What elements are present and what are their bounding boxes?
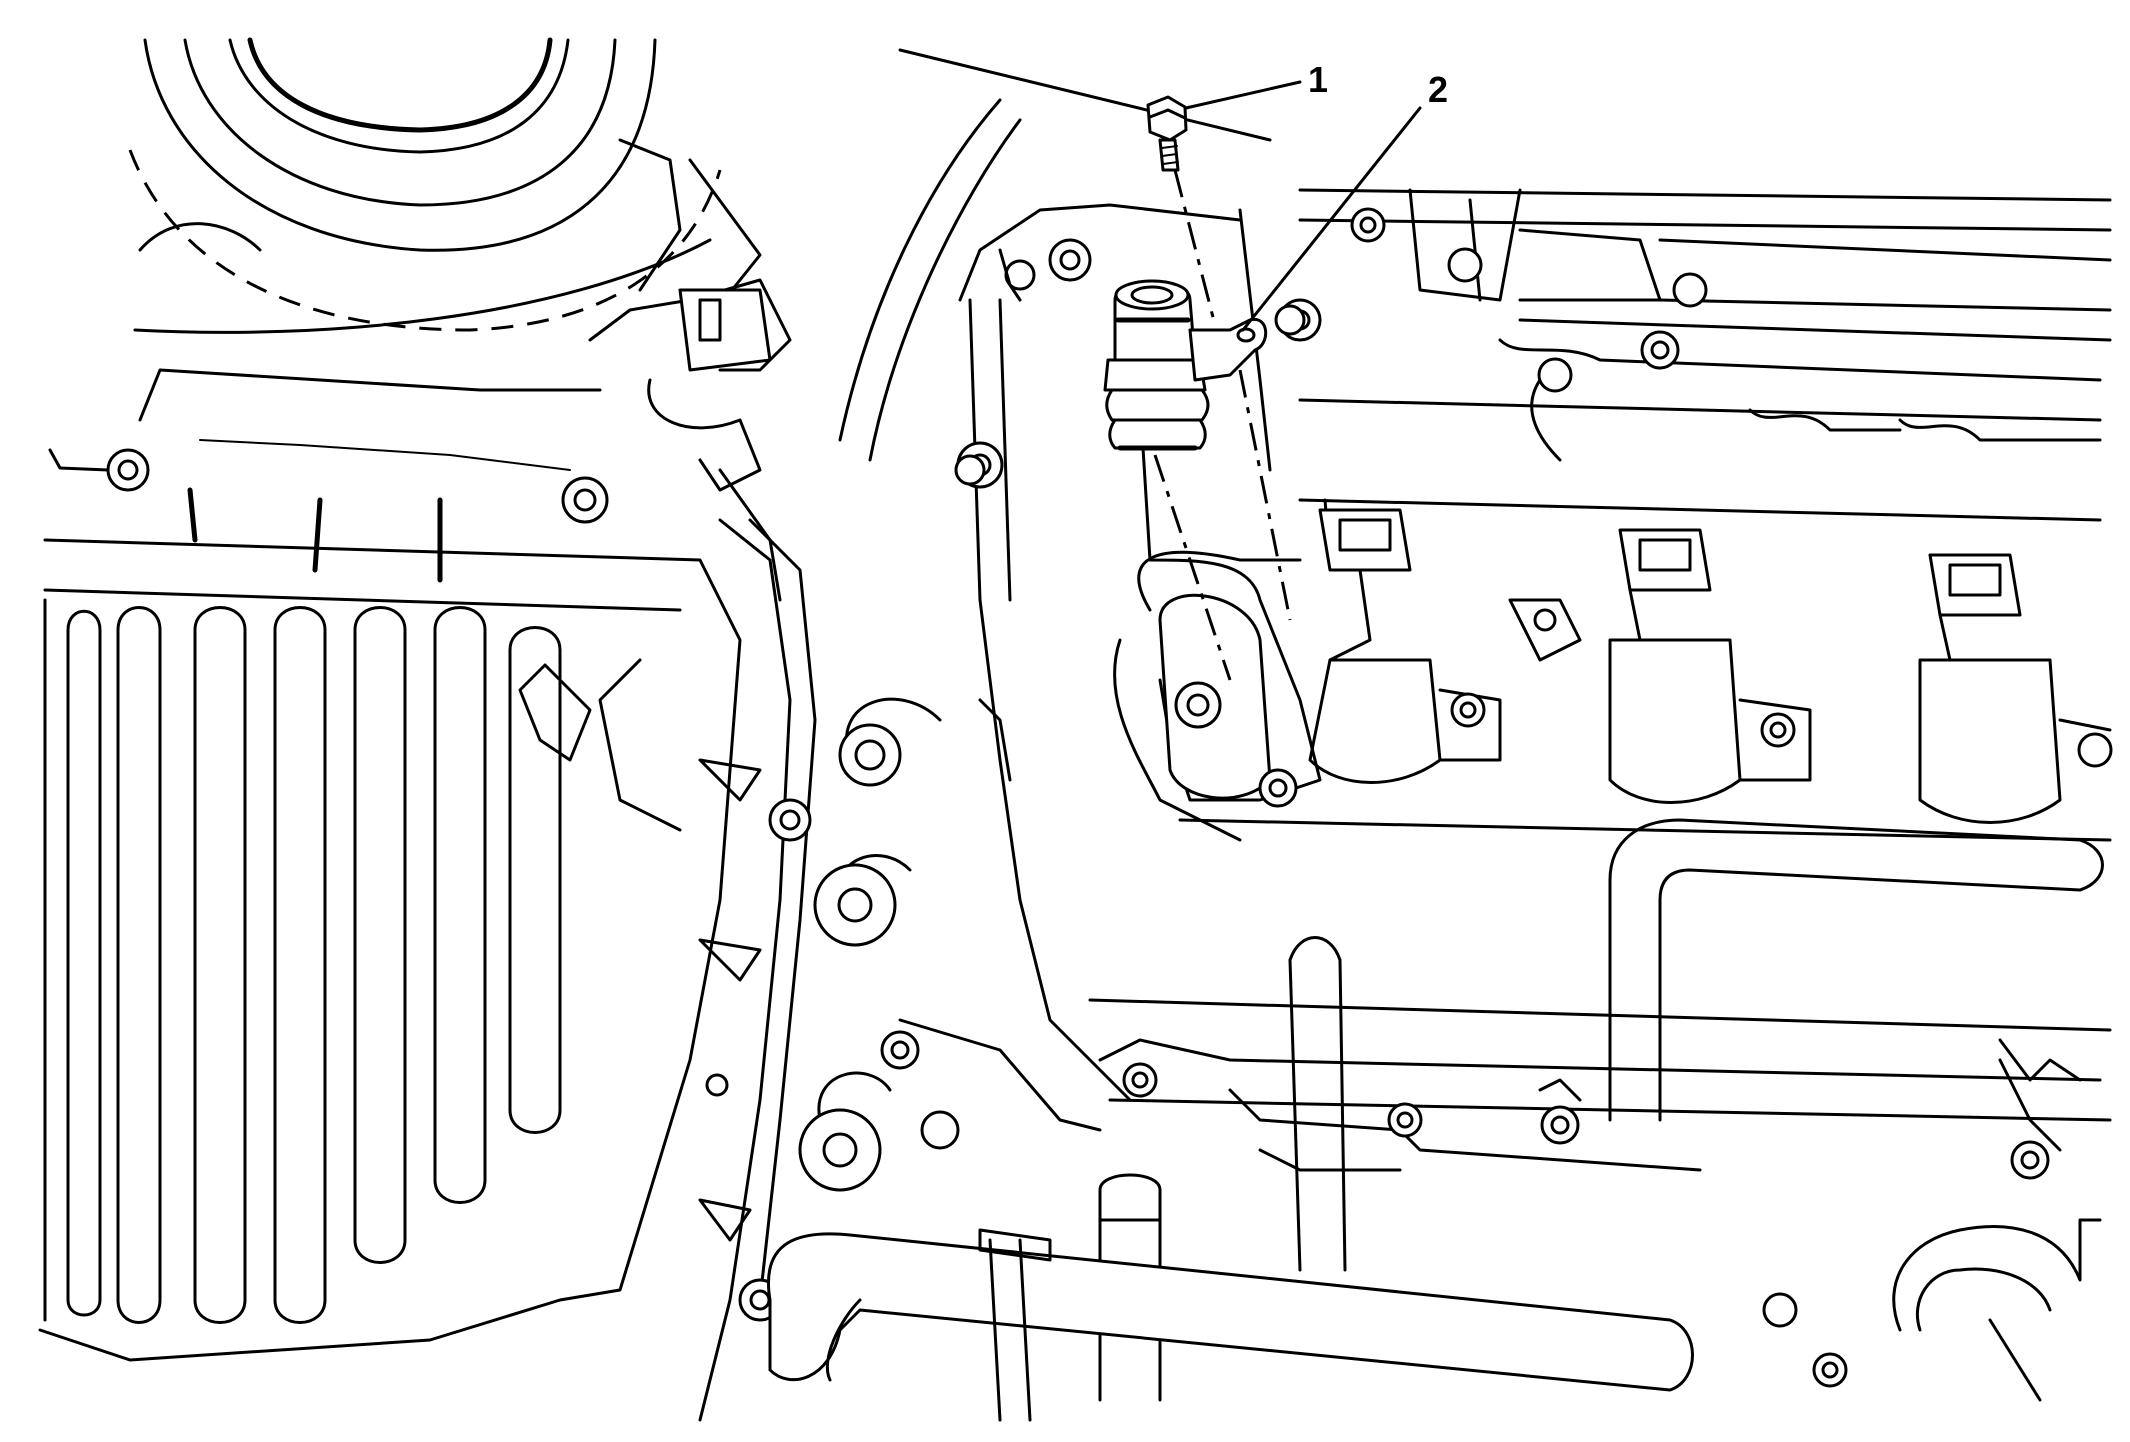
alignment-lines bbox=[1153, 169, 1292, 681]
sensor-mount bbox=[956, 238, 1322, 808]
ignition-coil-3 bbox=[1918, 553, 2113, 824]
bolt bbox=[1146, 95, 1188, 172]
camshaft-cover bbox=[1098, 1038, 2102, 1388]
callout-2: 2 bbox=[1241, 69, 1448, 332]
ignition-coils bbox=[1308, 498, 2113, 824]
exhaust-manifold bbox=[798, 454, 1102, 1192]
ignition-coil-1 bbox=[1308, 498, 1502, 784]
wire-harness-left bbox=[48, 368, 609, 583]
ribbed-panel bbox=[38, 538, 742, 1362]
wheel-assembly bbox=[128, 37, 762, 334]
upper-manifold bbox=[1278, 188, 2112, 462]
callout-label-1: 1 bbox=[1308, 59, 1328, 100]
callout-1: 1 bbox=[1184, 59, 1328, 110]
hoses bbox=[767, 818, 2104, 1422]
sensor bbox=[1103, 279, 1268, 451]
callout-label-2: 2 bbox=[1428, 69, 1448, 110]
engine-outline bbox=[838, 48, 2112, 1122]
ignition-coil-2 bbox=[1608, 528, 1812, 804]
